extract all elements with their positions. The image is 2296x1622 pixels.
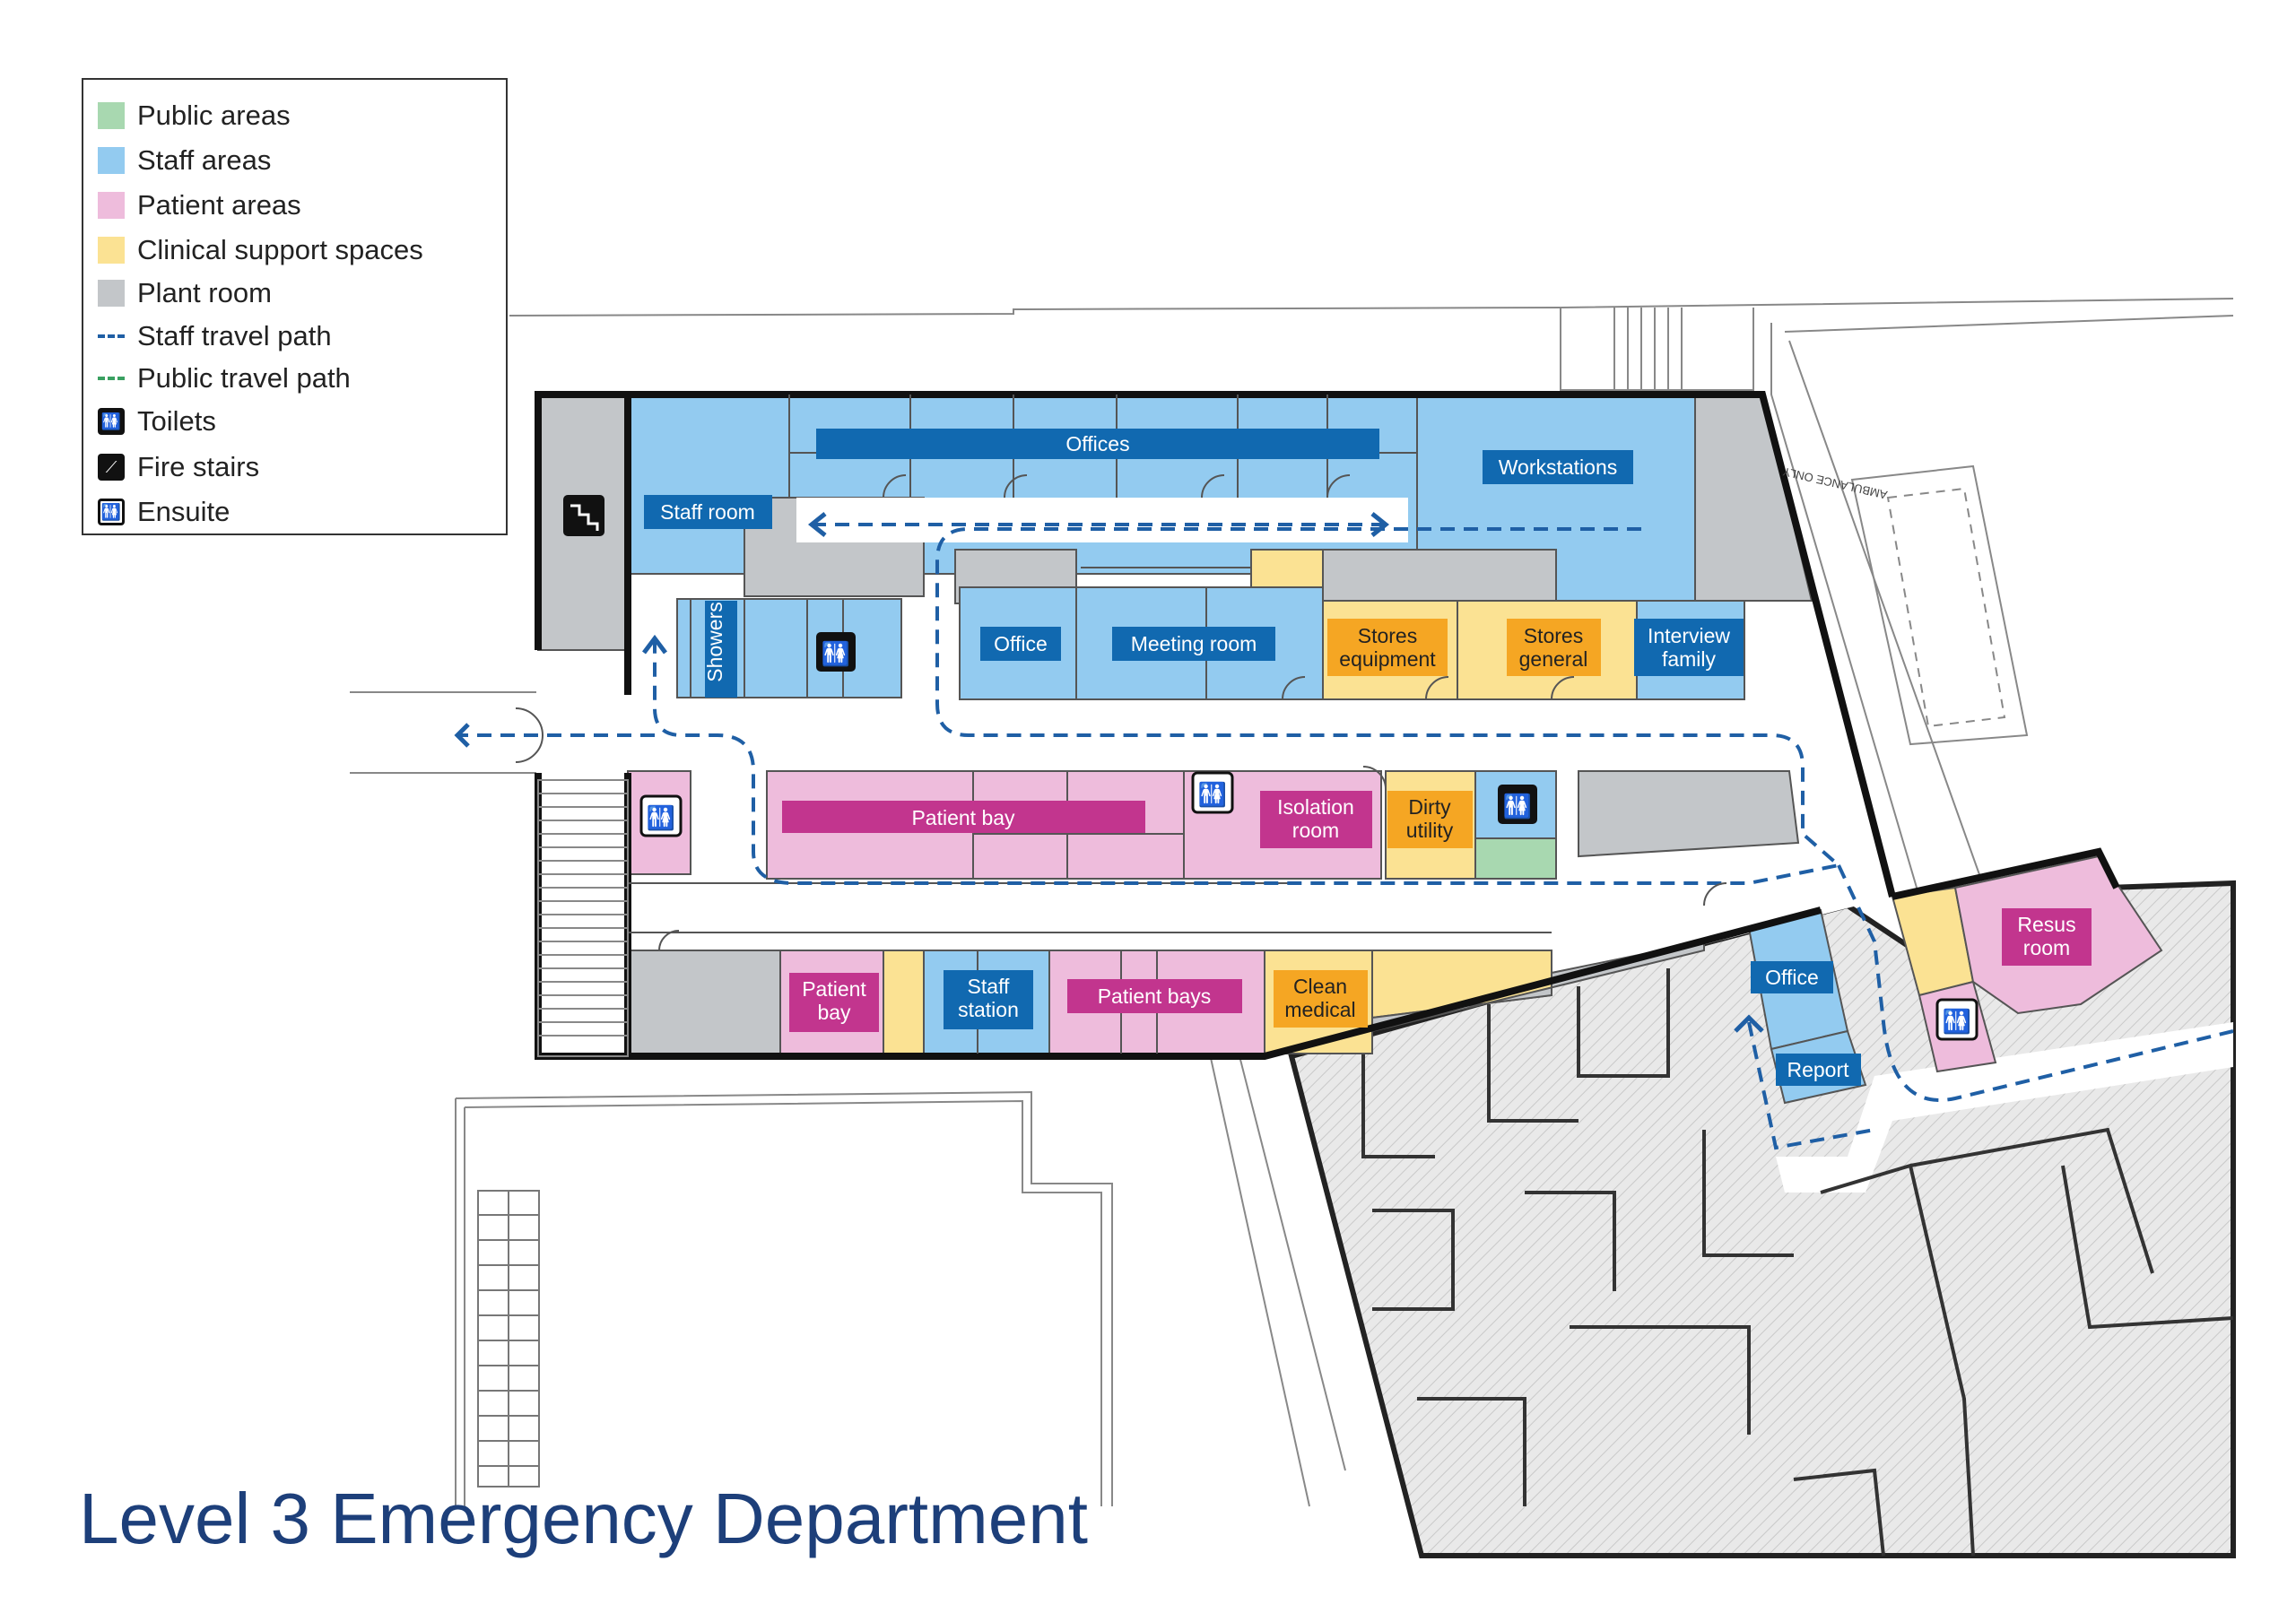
label-dirty-1: Dirty [1408, 795, 1451, 819]
ensuite-icon: 🚻 [1191, 771, 1234, 814]
label-resus-1: Resus [2017, 913, 2075, 936]
svg-text:🚻: 🚻 [822, 640, 850, 668]
legend-swatch [98, 192, 125, 219]
legend-item: Plant room [98, 275, 272, 311]
adjacent-building [1288, 880, 2236, 1558]
legend-label: Ensuite [137, 496, 230, 527]
label-meeting-room: Meeting room [1131, 632, 1257, 655]
legend-item: Clinical support spaces [98, 232, 423, 268]
legend-swatch [98, 237, 125, 264]
label-staff-station-1: Staff [968, 975, 1010, 998]
label-offices: Offices [1065, 432, 1129, 455]
label-patient-bays: Patient bays [1098, 984, 1212, 1008]
legend-swatch [98, 147, 125, 174]
legend-item: Staff travel path [98, 318, 332, 354]
legend-item: 🚻 Ensuite [98, 494, 230, 530]
page-title: Level 3 Emergency Department [79, 1479, 1088, 1558]
legend-label: Fire stairs [137, 451, 260, 482]
paved-grid [477, 1190, 540, 1488]
label-stores-general-2: general [1519, 647, 1588, 671]
label-dirty-2: utility [1406, 819, 1454, 842]
label-isolation-2: room [1292, 819, 1339, 842]
legend-label: Public travel path [137, 362, 351, 394]
stair-treads [537, 308, 1683, 1057]
label-stores-equipment-1: Stores [1358, 624, 1417, 647]
label-clean-1: Clean [1293, 975, 1347, 998]
legend-label: Patient areas [137, 189, 301, 221]
label-report: Report [1787, 1058, 1849, 1081]
label-stores-equipment-2: equipment [1339, 647, 1436, 671]
toilets-icon: 🚻 [1498, 785, 1537, 824]
legend-item: Public travel path [98, 360, 351, 396]
fire-stairs-icon [563, 495, 604, 536]
label-patient-bay-1: Patient bay [911, 806, 1015, 829]
fire-stairs-icon: ⟋ [98, 454, 125, 481]
legend-item: ⟋ Fire stairs [98, 449, 259, 485]
svg-text:🚻: 🚻 [1943, 1008, 1971, 1036]
legend-label: Clinical support spaces [137, 234, 423, 265]
label-resus-2: room [2023, 936, 2070, 959]
legend-label: Public areas [137, 100, 291, 131]
label-office-1: Office [994, 632, 1048, 655]
legend-swatch [98, 102, 125, 129]
legend-dash [98, 334, 125, 338]
staff-path-arrows [454, 512, 1764, 1033]
svg-text:🚻: 🚻 [1198, 781, 1227, 809]
legend-item: Public areas [98, 98, 291, 134]
legend-label: Staff travel path [137, 320, 332, 351]
label-interview-1: Interview [1648, 624, 1730, 647]
legend-item: Staff areas [98, 143, 271, 178]
staff-travel-path [457, 523, 2234, 1150]
ensuite-icon: 🚻 [1935, 998, 1979, 1041]
door-swings [515, 474, 1727, 951]
svg-text:🚻: 🚻 [1503, 793, 1532, 820]
toilets-icon: 🚻 [98, 408, 125, 435]
label-clean-2: medical [1284, 998, 1355, 1021]
label-staff-station-2: station [958, 998, 1019, 1021]
label-interview-2: family [1662, 647, 1717, 671]
legend-label: Plant room [137, 277, 272, 308]
label-patient-bay-2b: bay [817, 1001, 851, 1024]
label-isolation-1: Isolation [1277, 795, 1354, 819]
site-outline [350, 298, 2234, 1507]
legend-item: Patient areas [98, 187, 301, 223]
legend-swatch [98, 280, 125, 307]
legend-label: Staff areas [137, 144, 272, 176]
room-labels: Offices Workstations Staff room Showers … [644, 429, 2092, 1086]
label-showers: Showers [703, 602, 726, 681]
label-patient-bay-2a: Patient [802, 977, 866, 1001]
svg-text:🚻: 🚻 [647, 804, 675, 832]
label-workstations: Workstations [1499, 455, 1618, 479]
legend-item: 🚻 Toilets [98, 403, 216, 439]
toilets-icon: 🚻 [816, 632, 856, 672]
label-staff-room: Staff room [660, 500, 755, 524]
legend-dash [98, 377, 125, 380]
ensuite-icon: 🚻 [98, 499, 125, 525]
legend-label: Toilets [137, 405, 216, 437]
label-office-2: Office [1765, 966, 1819, 989]
ensuite-icon: 🚻 [639, 794, 683, 837]
label-stores-general-1: Stores [1524, 624, 1583, 647]
